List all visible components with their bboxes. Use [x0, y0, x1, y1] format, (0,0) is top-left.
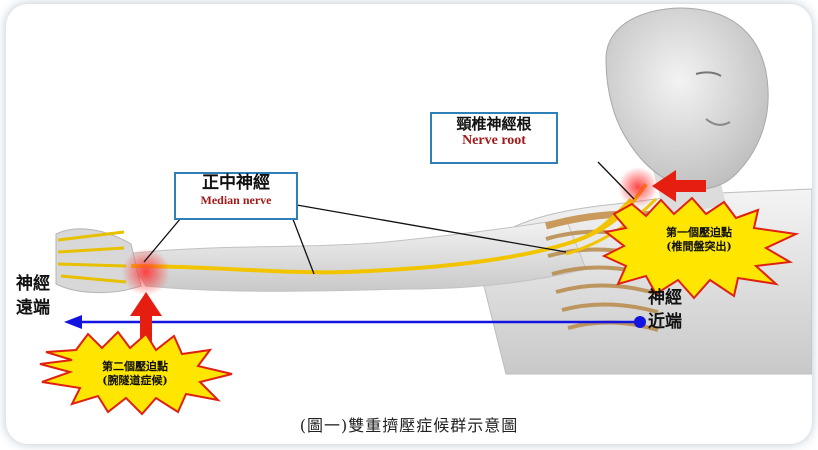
first-compression-line1: 第一個壓迫點 [634, 226, 764, 240]
first-compression-text: 第一個壓迫點 (椎間盤突出) [634, 226, 764, 254]
median-nerve-label-en: Median nerve [176, 194, 296, 208]
distal-end-label: 神經 遠端 [16, 272, 50, 320]
second-compression-text: 第二個壓迫點 (腕隧道症候) [70, 360, 200, 388]
head-shape [606, 8, 768, 189]
second-compression-line2: (腕隧道症候) [70, 374, 200, 388]
axis-arrow-head [64, 315, 82, 329]
neck-compression-glow [618, 167, 658, 207]
figure-caption: (圖一)雙重擠壓症候群示意圖 [6, 412, 812, 436]
distal-line2: 遠端 [16, 296, 50, 320]
figure-card: 正中神經 Median nerve 頸椎神經根 Nerve root 神經 遠端… [6, 4, 812, 444]
nerve-root-label: 頸椎神經根 Nerve root [430, 112, 558, 164]
second-compression-line1: 第二個壓迫點 [70, 360, 200, 374]
median-nerve-label-zh: 正中神經 [176, 174, 296, 194]
first-compression-line2: (椎間盤突出) [634, 240, 764, 254]
nerve-root-label-zh: 頸椎神經根 [432, 116, 556, 133]
median-nerve-label: 正中神經 Median nerve [174, 172, 298, 220]
nerve-root-label-en: Nerve root [432, 133, 556, 149]
distal-line1: 神經 [16, 272, 50, 296]
proximal-end-label: 神經 近端 [648, 286, 682, 334]
proximal-line2: 近端 [648, 310, 682, 334]
axis-arrow-origin [634, 316, 646, 328]
proximal-line1: 神經 [648, 286, 682, 310]
wrist-compression-glow [122, 248, 170, 296]
